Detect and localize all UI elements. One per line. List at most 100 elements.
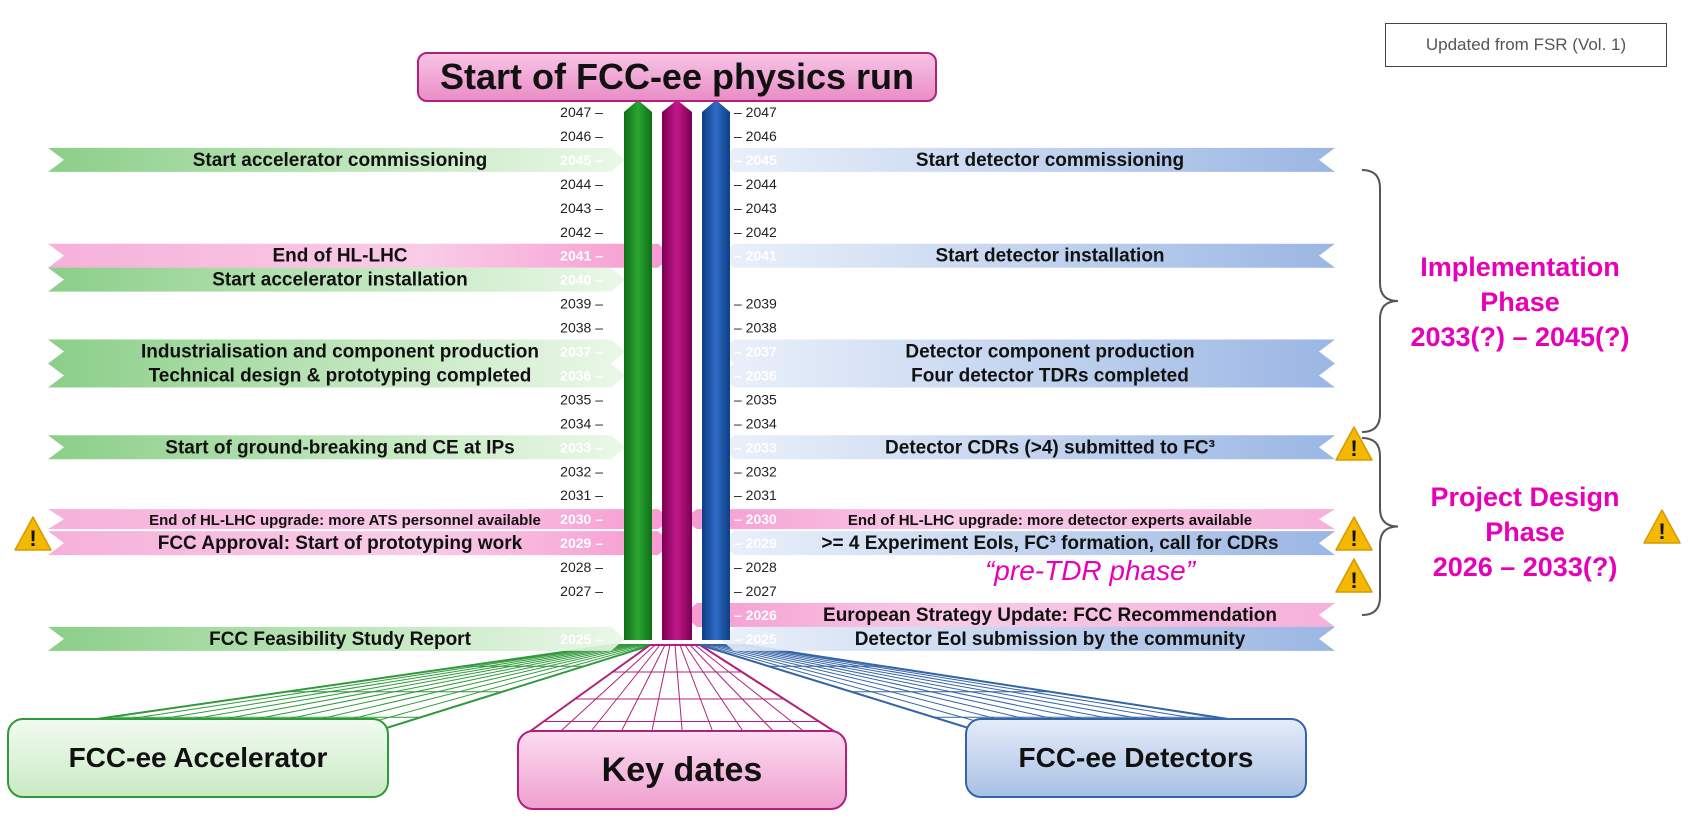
year-label-left: 2037 – xyxy=(560,344,603,360)
year-label-right: – 2037 xyxy=(734,344,777,360)
key-dates-funnel-ray xyxy=(679,644,715,736)
left-milestone-label: FCC Feasibility Study Report xyxy=(209,629,471,650)
year-label-left: 2034 – xyxy=(560,415,603,431)
left-milestone-label: Start accelerator commissioning xyxy=(193,150,488,171)
implementation-phase-line2: Phase xyxy=(1480,287,1560,317)
year-label-right: – 2043 xyxy=(734,200,777,216)
right-milestone-label: Start detector installation xyxy=(935,246,1164,267)
warning-icon: ! xyxy=(14,516,52,551)
accelerator-funnel-ray xyxy=(55,644,617,731)
left-milestone-label: Start of ground-breaking and CE at IPs xyxy=(165,437,514,458)
detectors-funnel-ray xyxy=(735,644,1236,731)
year-label-right: – 2041 xyxy=(734,248,777,264)
detectors-bar xyxy=(702,100,730,640)
warning-icon-triangle xyxy=(1335,516,1373,551)
implementation-phase-label: Implementation Phase 2033(?) – 2045(?) xyxy=(1385,250,1655,355)
right-band xyxy=(720,363,1335,388)
detectors-box: FCC-ee Detectors xyxy=(965,718,1307,798)
year-label-right: – 2029 xyxy=(734,535,777,551)
accelerator-funnel-ray xyxy=(271,644,641,731)
year-label-right: – 2044 xyxy=(734,176,777,192)
year-label-left: 2025 – xyxy=(560,631,603,647)
year-label-left: 2040 – xyxy=(560,272,603,288)
year-label-left: 2026 – xyxy=(560,607,603,623)
accelerator-funnel-ray xyxy=(235,644,637,731)
year-label-left: 2030 – xyxy=(560,511,603,527)
detectors-funnel-ray xyxy=(713,644,1073,731)
year-label-right: – 2038 xyxy=(734,320,777,336)
detectors-funnel-ray xyxy=(704,644,1008,731)
year-label-right: – 2046 xyxy=(734,128,777,144)
left-band xyxy=(48,243,672,268)
warning-icon-mark: ! xyxy=(1350,436,1357,461)
year-label-left: 2047 – xyxy=(560,104,603,120)
left-band xyxy=(48,626,625,651)
left-milestone-label: FCC Approval: Start of prototyping work xyxy=(158,533,523,554)
right-band xyxy=(720,147,1335,172)
detectors-funnel-ray xyxy=(740,644,1268,731)
key-dates-box: Key dates xyxy=(517,730,847,810)
year-label-left: 2029 – xyxy=(560,535,603,551)
year-label-right: – 2030 xyxy=(734,511,777,527)
year-label-right: – 2032 xyxy=(734,463,777,479)
year-label-left: 2042 – xyxy=(560,224,603,240)
implementation-phase-line3: 2033(?) – 2045(?) xyxy=(1410,322,1630,352)
warning-icon-mark: ! xyxy=(29,526,36,551)
warning-icon: ! xyxy=(1643,509,1681,544)
right-band xyxy=(720,531,1335,556)
implementation-phase-line1: Implementation xyxy=(1420,252,1620,282)
key-dates-funnel-ray xyxy=(556,644,656,736)
right-milestone-label: Four detector TDRs completed xyxy=(911,365,1189,386)
left-band xyxy=(48,435,625,460)
right-milestone-label: Detector component production xyxy=(905,342,1194,363)
design-phase-line3: 2026 – 2033(?) xyxy=(1432,552,1618,582)
detectors-funnel-ray xyxy=(717,644,1106,731)
accelerator-funnel-ray xyxy=(199,644,633,731)
implementation-brace xyxy=(1361,169,1399,433)
accelerator-funnel-ray xyxy=(343,644,649,731)
key-dates-funnel-ray xyxy=(694,644,809,736)
right-band xyxy=(720,435,1335,460)
accelerator-funnel-ray xyxy=(127,644,625,731)
warning-icon-triangle xyxy=(1335,558,1373,593)
design-phase-line2: Phase xyxy=(1485,517,1565,547)
year-label-left: 2035 – xyxy=(560,391,603,407)
year-label-right: – 2045 xyxy=(734,152,777,168)
pre-tdr-phase-label: “pre-TDR phase” xyxy=(984,555,1196,586)
left-band xyxy=(48,509,672,530)
year-label-left: 2044 – xyxy=(560,176,603,192)
detectors-funnel-ray xyxy=(708,644,1041,731)
right-milestone-label: Detector CDRs (>4) submitted to FC³ xyxy=(885,437,1215,458)
detectors-funnel-ray xyxy=(731,644,1203,731)
key-dates-funnel-ray xyxy=(587,644,661,736)
key-dates-funnel-ray xyxy=(674,644,683,736)
year-label-left: 2028 – xyxy=(560,559,603,575)
year-label-left: 2032 – xyxy=(560,463,603,479)
year-label-right: – 2033 xyxy=(734,439,777,455)
warning-icon: ! xyxy=(1335,516,1373,551)
year-label-left: 2039 – xyxy=(560,296,603,312)
left-band xyxy=(48,339,625,364)
accelerator-funnel-ray xyxy=(163,644,629,731)
key-dates-bar xyxy=(662,100,692,640)
year-label-right: – 2034 xyxy=(734,415,777,431)
accelerator-funnel-ray xyxy=(91,644,621,731)
warning-icon-mark: ! xyxy=(1350,526,1357,551)
left-milestone-label: Industrialisation and component producti… xyxy=(141,342,539,363)
key-dates-funnel-ray xyxy=(619,644,666,736)
left-milestone-label: Start accelerator installation xyxy=(212,270,468,291)
key-dates-funnel-ray xyxy=(650,644,671,736)
left-band xyxy=(48,267,625,292)
year-label-left: 2027 – xyxy=(560,583,603,599)
accelerator-box: FCC-ee Accelerator xyxy=(7,718,389,798)
left-milestone-label: End of HL-LHC upgrade: more ATS personne… xyxy=(149,512,541,529)
year-label-left: 2041 – xyxy=(560,248,603,264)
warning-icon-triangle xyxy=(1335,426,1373,461)
year-label-left: 2043 – xyxy=(560,200,603,216)
right-milestone-label: European Strategy Update: FCC Recommenda… xyxy=(823,605,1277,626)
year-label-right: – 2025 xyxy=(734,631,777,647)
warning-icon: ! xyxy=(1335,558,1373,593)
design-phase-label: Project Design Phase 2026 – 2033(?) xyxy=(1405,480,1645,585)
right-milestone-label: Detector EoI submission by the community xyxy=(855,629,1246,650)
warning-icon-mark: ! xyxy=(1658,519,1665,544)
